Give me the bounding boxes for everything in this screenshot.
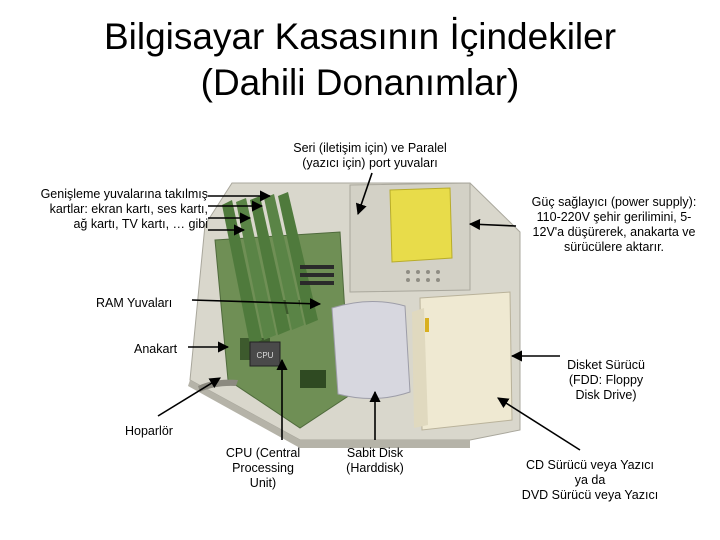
arrow-speaker [157,377,221,417]
label-hard-disk: Sabit Disk (Harddisk) [346,446,404,475]
label-speaker: Hoparlör [125,424,173,438]
callout-arrows [157,172,581,451]
hard-disk [331,300,411,400]
drive-bay [412,291,513,431]
label-motherboard: Anakart [134,342,178,356]
svg-text:CPU: CPU [257,351,274,360]
label-power-supply: Güç sağlayıcı (power supply): 110-220V ş… [531,195,697,254]
title-line-1: Bilgisayar Kasasının İçindekiler [103,16,617,57]
ram-slots [300,265,334,285]
psu-label-icon [389,187,453,263]
label-ports: Seri (iletişim için) ve Paralel (yazıcı … [293,141,447,170]
power-supply [349,182,471,293]
label-ram-slots: RAM Yuvaları [96,296,173,310]
expansion-cards [222,192,318,345]
title-line-2: (Dahili Donanımlar) [200,62,520,103]
arrow-ports [355,172,373,216]
label-cpu: CPU (Central Processing Unit) [225,446,301,490]
label-cd-dvd-drive: CD Sürücü veya Yazıcı ya da DVD Sürücü v… [521,458,659,502]
label-expansion-cards: Genişleme yuvalarına takılmış kartlar: e… [40,187,208,231]
cpu-chip-icon: CPU [249,341,281,367]
arrow-cdrom [497,397,581,451]
arrow-ram [191,298,322,310]
page-title: Bilgisayar Kasasının İçindekiler (Dahili… [0,14,720,106]
arrow-psu [468,218,517,231]
label-floppy-drive: Disket Sürücü (FDD: Floppy Disk Drive) [567,358,645,402]
